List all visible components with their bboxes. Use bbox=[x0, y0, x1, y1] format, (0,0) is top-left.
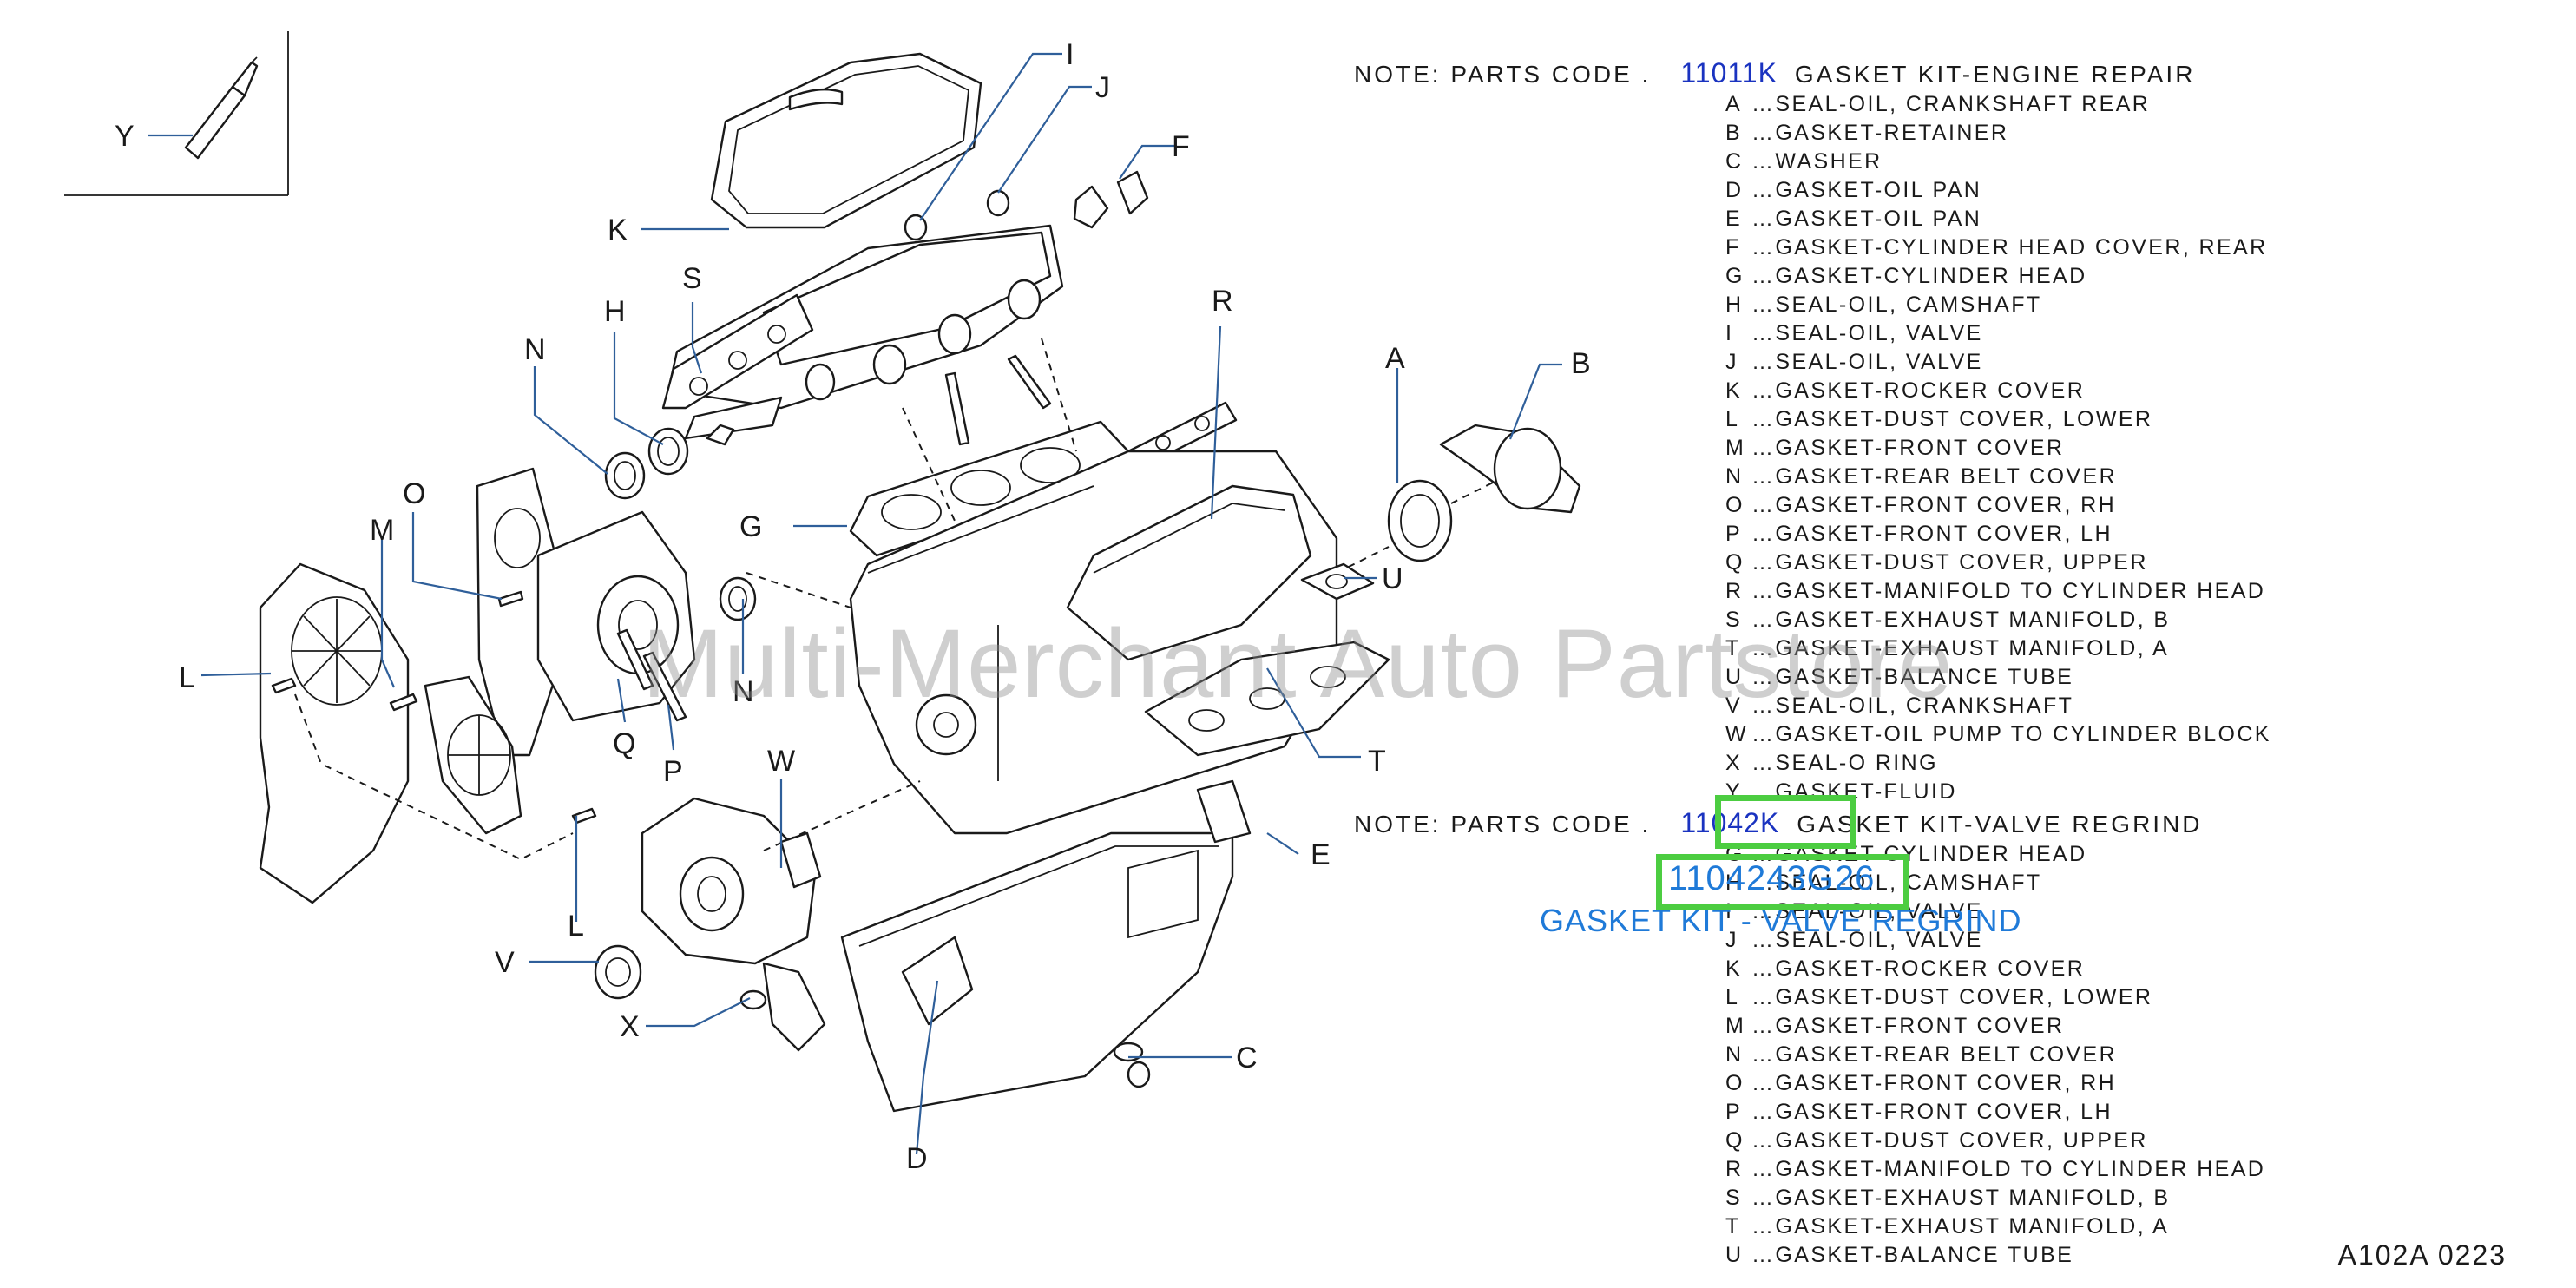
kit-code-engine-repair: 11011K bbox=[1680, 57, 1778, 89]
list-item: W…GASKET-OIL PUMP TO CYLINDER BLOCK bbox=[1725, 722, 2271, 746]
list-item: M…GASKET-FRONT COVER bbox=[1725, 436, 2065, 460]
callout-F: F bbox=[1172, 130, 1190, 163]
callout-B: B bbox=[1571, 347, 1591, 380]
list-item: T…GASKET-EXHAUST MANIFOLD, A bbox=[1725, 1214, 2170, 1239]
list-item: S…GASKET-EXHAUST MANIFOLD, B bbox=[1725, 1186, 2171, 1210]
kit-title-valve-regrind: GASKET KIT-VALVE REGRIND bbox=[1797, 811, 2203, 838]
callout-A: A bbox=[1385, 342, 1405, 375]
inset-fluid-gasket bbox=[64, 31, 289, 196]
callout-O: O bbox=[403, 477, 425, 510]
list-item: P…GASKET-FRONT COVER, LH bbox=[1725, 1100, 2113, 1124]
list-item: Q…GASKET-DUST COVER, UPPER bbox=[1725, 550, 2148, 575]
callout-L-lower: L bbox=[568, 910, 584, 943]
list-item: U…GASKET-BALANCE TUBE bbox=[1725, 1243, 2074, 1267]
callout-W: W bbox=[767, 745, 795, 778]
front-covers bbox=[476, 427, 757, 757]
list-item: T…GASKET-EXHAUST MANIFOLD, A bbox=[1725, 636, 2170, 660]
list-item: O…GASKET-FRONT COVER, RH bbox=[1725, 1071, 2117, 1095]
rear-seal-retainer bbox=[1336, 424, 1581, 574]
list-item: X…SEAL-O RING bbox=[1725, 751, 1938, 775]
list-item: O…GASKET-FRONT COVER, RH bbox=[1725, 493, 2117, 517]
list-item: B…GASKET-RETAINER bbox=[1725, 121, 2009, 145]
list-item: Q…GASKET-DUST COVER, UPPER bbox=[1725, 1128, 2148, 1153]
part-number-link[interactable]: 1104243G26 bbox=[1668, 859, 1876, 897]
list-item: N…GASKET-REAR BELT COVER bbox=[1725, 464, 2118, 489]
left-cover-assembly bbox=[259, 562, 597, 904]
list-item: P…GASKET-FRONT COVER, LH bbox=[1725, 522, 2113, 546]
list-item: H…SEAL-OIL, CAMSHAFT bbox=[1725, 292, 2042, 317]
callout-U: U bbox=[1382, 562, 1403, 595]
cylinder-block bbox=[849, 450, 1390, 835]
kit-header-engine-repair: NOTE: PARTS CODE . 11011K GASKET KIT-ENGIN… bbox=[1354, 57, 2195, 89]
part-number-highlight[interactable] bbox=[1656, 854, 1909, 910]
list-item: H…SEAL-OIL, CAMSHAFT bbox=[1725, 871, 2042, 895]
callout-N: N bbox=[524, 333, 546, 366]
callout-M: M bbox=[370, 514, 394, 547]
callout-P: P bbox=[663, 755, 683, 788]
callout-G: G bbox=[739, 510, 762, 543]
note-label: NOTE: PARTS CODE . bbox=[1354, 61, 1652, 88]
callout-L: L bbox=[179, 661, 195, 694]
callout-labels: A B C D E F G H I J K L M N O P Q R S T … bbox=[115, 38, 1591, 1175]
oil-pump bbox=[594, 797, 826, 1052]
callout-H: H bbox=[604, 295, 626, 328]
list-item: K…GASKET-ROCKER COVER bbox=[1725, 378, 2086, 403]
callout-T: T bbox=[1368, 745, 1386, 778]
callout-Q: Q bbox=[613, 727, 635, 760]
callout-X: X bbox=[620, 1010, 640, 1043]
diagram-reference-code: A102A 0223 bbox=[2337, 1239, 2507, 1271]
callout-D: D bbox=[906, 1142, 928, 1175]
list-item: F…GASKET-CYLINDER HEAD COVER, REAR bbox=[1725, 235, 2268, 260]
list-item: K…GASKET-ROCKER COVER bbox=[1725, 956, 2086, 981]
list-item: R…GASKET-MANIFOLD TO CYLINDER HEAD bbox=[1725, 1157, 2266, 1181]
list-item: S…GASKET-EXHAUST MANIFOLD, B bbox=[1725, 608, 2171, 632]
callout-S: S bbox=[682, 262, 702, 295]
kit-title-engine-repair: GASKET KIT-ENGINE REPAIR bbox=[1794, 61, 2196, 88]
balance-tube-gasket bbox=[1300, 562, 1375, 601]
list-item: M…GASKET-FRONT COVER bbox=[1725, 1014, 2065, 1038]
list-item: I…SEAL-OIL, VALVE bbox=[1725, 899, 1983, 923]
callout-K: K bbox=[608, 214, 628, 246]
list-item: A…SEAL-OIL, CRANKSHAFT REAR bbox=[1725, 92, 2151, 116]
callout-V: V bbox=[495, 946, 515, 979]
list-item: J…SEAL-OIL, VALVE bbox=[1725, 350, 1983, 374]
callout-R: R bbox=[1212, 285, 1233, 318]
list-item: V…SEAL-OIL, CRANKSHAFT bbox=[1725, 693, 2074, 718]
list-item: U…GASKET-BALANCE TUBE bbox=[1725, 665, 2074, 689]
note-label: NOTE: PARTS CODE . bbox=[1354, 811, 1652, 838]
list-item: E…GASKET-OIL PAN bbox=[1725, 207, 1982, 231]
kit-code-valve-regrind: 11042K bbox=[1680, 807, 1780, 838]
leader-lines bbox=[200, 52, 1562, 1155]
list-item: L…GASKET-DUST COVER, LOWER bbox=[1725, 985, 2153, 1009]
callout-C: C bbox=[1236, 1042, 1258, 1074]
list-item: R…GASKET-MANIFOLD TO CYLINDER HEAD bbox=[1725, 579, 2266, 603]
kit-code-highlight[interactable] bbox=[1715, 795, 1856, 849]
list-item: C…WASHER bbox=[1725, 149, 1883, 174]
list-item: J…SEAL-OIL, VALVE bbox=[1725, 928, 1983, 952]
exploded-engine-diagram: A B C D E F G H I J K L M N O P Q R S T … bbox=[64, 31, 1591, 1175]
list-item: D…GASKET-OIL PAN bbox=[1725, 178, 1982, 202]
kit-list-engine-repair: A…SEAL-OIL, CRANKSHAFT REAR B…GASKET-RET… bbox=[1725, 90, 2271, 806]
list-item: I…SEAL-OIL, VALVE bbox=[1725, 321, 1983, 345]
callout-N-lower: N bbox=[733, 675, 754, 708]
callout-Y: Y bbox=[115, 120, 135, 153]
part-description-link[interactable]: GASKET KIT - VALVE REGRIND bbox=[1540, 903, 2022, 938]
cylinder-head bbox=[661, 170, 1149, 446]
rocker-cover bbox=[641, 52, 982, 231]
list-item: G…GASKET-CYLINDER HEAD bbox=[1725, 264, 2087, 288]
oil-pan bbox=[840, 779, 1252, 1113]
kit-header-valve-regrind: NOTE: PARTS CODE . 11042K GASKET KIT-VALVE… bbox=[1354, 807, 2203, 839]
callout-J: J bbox=[1095, 71, 1110, 104]
callout-E: E bbox=[1311, 838, 1331, 871]
callout-I: I bbox=[1066, 38, 1074, 71]
watermark: Multi-Merchant Auto Partstore bbox=[642, 609, 1954, 718]
list-item: L…GASKET-DUST COVER, LOWER bbox=[1725, 407, 2153, 431]
list-item: N…GASKET-REAR BELT COVER bbox=[1725, 1042, 2118, 1067]
